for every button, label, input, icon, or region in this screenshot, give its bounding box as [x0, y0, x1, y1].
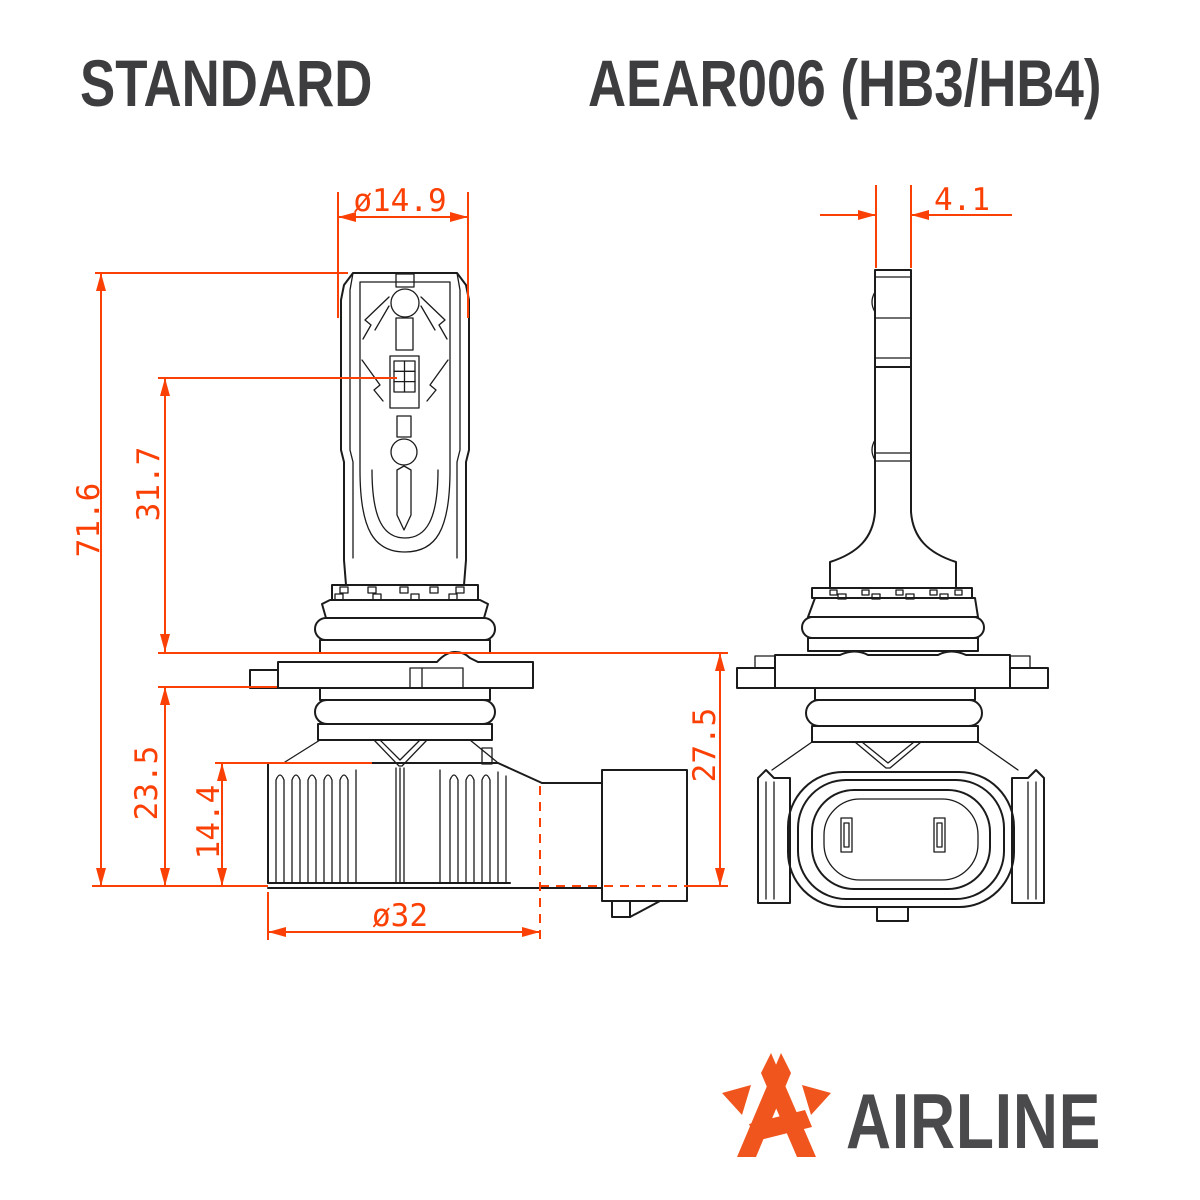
- dim-label-blade-thickness: 4.1: [934, 182, 990, 218]
- dim-led-to-flange: 31.7: [131, 377, 728, 654]
- connector-pins: [840, 817, 946, 853]
- led-chip: [393, 360, 416, 393]
- connector-block: [601, 769, 688, 918]
- heatsink: [267, 762, 603, 889]
- dim-blade-thickness: 4.1: [820, 182, 1012, 268]
- dim-overall-height: 71.6: [71, 272, 348, 887]
- dim-label-heatsink-height: 14.4: [191, 785, 227, 860]
- product-line-title: STANDARD: [80, 46, 373, 120]
- side-view-drawing: [736, 269, 1049, 922]
- front-view-drawing: [249, 272, 688, 918]
- dim-label-flange-to-bottom: 23.5: [129, 746, 165, 821]
- dim-label-flange-to-connector-bottom: 27.5: [687, 708, 723, 783]
- dim-flange-to-bottom: 23.5: [129, 686, 277, 886]
- dim-head-diameter: ø14.9: [337, 183, 469, 318]
- dim-heatsink-height: 14.4: [191, 762, 372, 886]
- socket-connector: [757, 769, 1045, 922]
- airline-star-a-icon: [722, 1053, 831, 1157]
- dim-label-head-diameter: ø14.9: [353, 183, 446, 219]
- dim-flange-to-connector-bottom: 27.5: [540, 653, 728, 887]
- led-chip-housing: [389, 355, 420, 409]
- dim-label-heatsink-diameter: ø32: [372, 898, 428, 934]
- dimension-annotations: ø14.9 4.1 71.6 31.7: [71, 182, 1012, 942]
- brand-name: AIRLINE: [846, 1077, 1102, 1165]
- dim-label-overall-height: 71.6: [71, 483, 107, 558]
- dim-label-led-to-flange: 31.7: [131, 447, 167, 522]
- dim-heatsink-diameter: ø32: [267, 786, 541, 942]
- model-title: AEAR006 (HB3/HB4): [588, 46, 1102, 120]
